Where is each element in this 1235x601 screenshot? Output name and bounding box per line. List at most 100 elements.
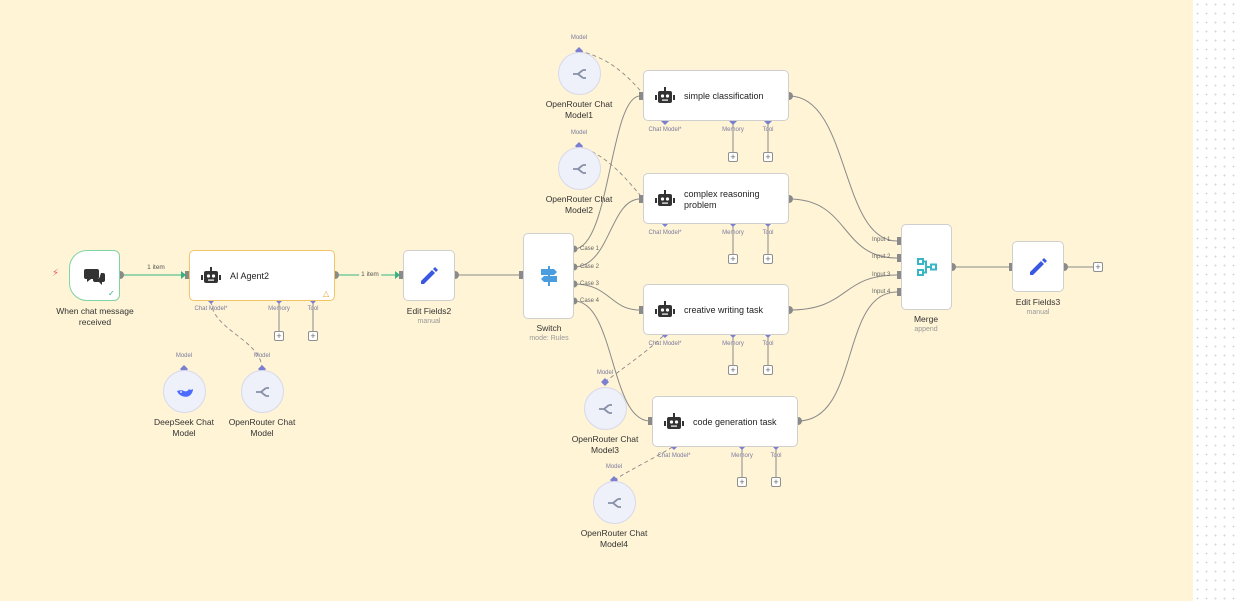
port-label-chat-model: Chat Model* bbox=[648, 341, 682, 347]
deepseek-model-node[interactable] bbox=[163, 370, 206, 413]
deepseek-model-label: DeepSeek Chat Model bbox=[153, 417, 215, 438]
add-tool-button[interactable]: + bbox=[308, 331, 318, 341]
edit-fields2-label: Edit Fields2 bbox=[406, 306, 452, 316]
merge-input-label: Input 1 bbox=[872, 237, 891, 243]
wire-agent2-merge bbox=[788, 198, 898, 259]
switch-label: Switch bbox=[536, 323, 562, 333]
wire-model-agent-main bbox=[210, 299, 263, 370]
trigger-bolt-icon: ⚡ bbox=[52, 268, 60, 279]
wire-case1-agent1 bbox=[573, 95, 641, 250]
agent-title: code generation task bbox=[693, 417, 777, 427]
robot-icon bbox=[200, 266, 222, 286]
success-check-icon: ✓ bbox=[108, 289, 115, 298]
agent-node-code-generation[interactable]: code generation task bbox=[652, 396, 798, 447]
port-label-memory: Memory bbox=[722, 230, 744, 236]
switch-node[interactable] bbox=[523, 233, 574, 319]
openrouter-model-label: OpenRouter Chat Model bbox=[228, 417, 296, 438]
port-label-model: Model bbox=[570, 130, 588, 136]
add-memory-button[interactable]: + bbox=[728, 365, 738, 375]
ai-agent-main-node[interactable]: AI Agent2 △ bbox=[189, 250, 335, 301]
agent-node-creative-writing[interactable]: creative writing task bbox=[643, 284, 789, 335]
edit-fields2-subtitle: manual bbox=[417, 318, 441, 325]
wire-agent4-merge bbox=[797, 291, 898, 422]
warning-icon: △ bbox=[323, 289, 330, 298]
robot-icon bbox=[663, 412, 685, 432]
port-label-chat-model: Chat Model* bbox=[648, 127, 682, 133]
edit-fields2-node[interactable] bbox=[403, 250, 455, 301]
canvas-grid-edge bbox=[1193, 0, 1235, 601]
port-label-model: Model bbox=[175, 353, 193, 359]
openrouter-model2-label: OpenRouter Chat Model2 bbox=[545, 194, 613, 215]
openrouter-model2-node[interactable] bbox=[558, 147, 601, 190]
openrouter-model4-label: OpenRouter Chat Model4 bbox=[580, 528, 648, 549]
edit-fields3-subtitle: manual bbox=[1026, 309, 1050, 316]
add-memory-button[interactable]: + bbox=[728, 152, 738, 162]
trigger-label: When chat message received bbox=[56, 306, 134, 327]
port-label-tool: Tool bbox=[762, 127, 774, 133]
openrouter-model-node[interactable] bbox=[241, 370, 284, 413]
robot-icon bbox=[654, 189, 676, 209]
port-label-memory: Memory bbox=[722, 127, 744, 133]
openrouter-model1-node[interactable] bbox=[558, 52, 601, 95]
agent-node-simple-classification[interactable]: simple classification bbox=[643, 70, 789, 121]
add-tool-button[interactable]: + bbox=[763, 152, 773, 162]
agent-title: complex reasoning bbox=[684, 189, 760, 199]
pencil-icon bbox=[1013, 242, 1063, 291]
merge-input-label: Input 4 bbox=[872, 289, 891, 295]
openrouter-icon bbox=[585, 388, 626, 429]
merge-label: Merge bbox=[913, 314, 939, 324]
port-label-tool: Tool bbox=[762, 230, 774, 236]
chat-bubbles-icon bbox=[70, 251, 119, 300]
switch-case-label: Case 3 bbox=[580, 281, 600, 287]
connection-item-count: 1 item bbox=[359, 271, 381, 278]
robot-icon bbox=[654, 300, 676, 320]
port-label-tool: Tool bbox=[770, 453, 782, 459]
agent-title-line2: problem bbox=[684, 200, 717, 210]
add-tool-button[interactable]: + bbox=[771, 477, 781, 487]
port-label-memory: Memory bbox=[722, 341, 744, 347]
merge-icon bbox=[902, 255, 951, 279]
switch-case-label: Case 2 bbox=[580, 264, 600, 270]
agent-node-complex-reasoning[interactable]: complex reasoning problem bbox=[643, 173, 789, 224]
port-label-tool: Tool bbox=[307, 306, 319, 312]
port-label-model: Model bbox=[596, 370, 614, 376]
whale-icon bbox=[164, 371, 205, 412]
port-label-chat-model: Chat Model* bbox=[194, 306, 228, 312]
signpost-icon bbox=[524, 264, 573, 288]
merge-input-label: Input 2 bbox=[872, 254, 891, 260]
port-label-model: Model bbox=[570, 35, 588, 41]
agent-title: creative writing task bbox=[684, 305, 764, 315]
wire-agent1-merge bbox=[788, 95, 898, 242]
openrouter-icon bbox=[559, 53, 600, 94]
switch-subtitle: mode: Rules bbox=[529, 335, 569, 342]
openrouter-icon bbox=[559, 148, 600, 189]
add-memory-button[interactable]: + bbox=[274, 331, 284, 341]
port-label-tool: Tool bbox=[762, 341, 774, 347]
merge-node[interactable] bbox=[901, 224, 952, 310]
add-memory-button[interactable]: + bbox=[728, 254, 738, 264]
add-tool-button[interactable]: + bbox=[763, 254, 773, 264]
agent-title: simple classification bbox=[684, 91, 764, 101]
port-label-model: Model bbox=[605, 464, 623, 470]
add-memory-button[interactable]: + bbox=[737, 477, 747, 487]
port-label-chat-model: Chat Model* bbox=[648, 230, 682, 236]
openrouter-icon bbox=[242, 371, 283, 412]
switch-case-label: Case 1 bbox=[580, 246, 600, 252]
robot-icon bbox=[654, 86, 676, 106]
add-next-node-button[interactable]: + bbox=[1093, 262, 1103, 272]
openrouter-model1-label: OpenRouter Chat Model1 bbox=[545, 99, 613, 120]
wire-case3-agent3 bbox=[573, 283, 641, 311]
add-tool-button[interactable]: + bbox=[763, 365, 773, 375]
connection-item-count: 1 item bbox=[145, 264, 167, 271]
trigger-node[interactable]: ✓ bbox=[69, 250, 120, 301]
port-label-model: Model bbox=[253, 353, 271, 359]
wire-model4-agent4 bbox=[613, 445, 675, 481]
openrouter-model3-node[interactable] bbox=[584, 387, 627, 430]
edit-fields3-node[interactable] bbox=[1012, 241, 1064, 292]
openrouter-model4-node[interactable] bbox=[593, 481, 636, 524]
port-label-chat-model: Chat Model* bbox=[657, 453, 691, 459]
wire-model3-agent3 bbox=[604, 333, 666, 383]
pencil-icon bbox=[404, 251, 454, 300]
switch-case-label: Case 4 bbox=[580, 298, 600, 304]
port-label-memory: Memory bbox=[268, 306, 290, 312]
